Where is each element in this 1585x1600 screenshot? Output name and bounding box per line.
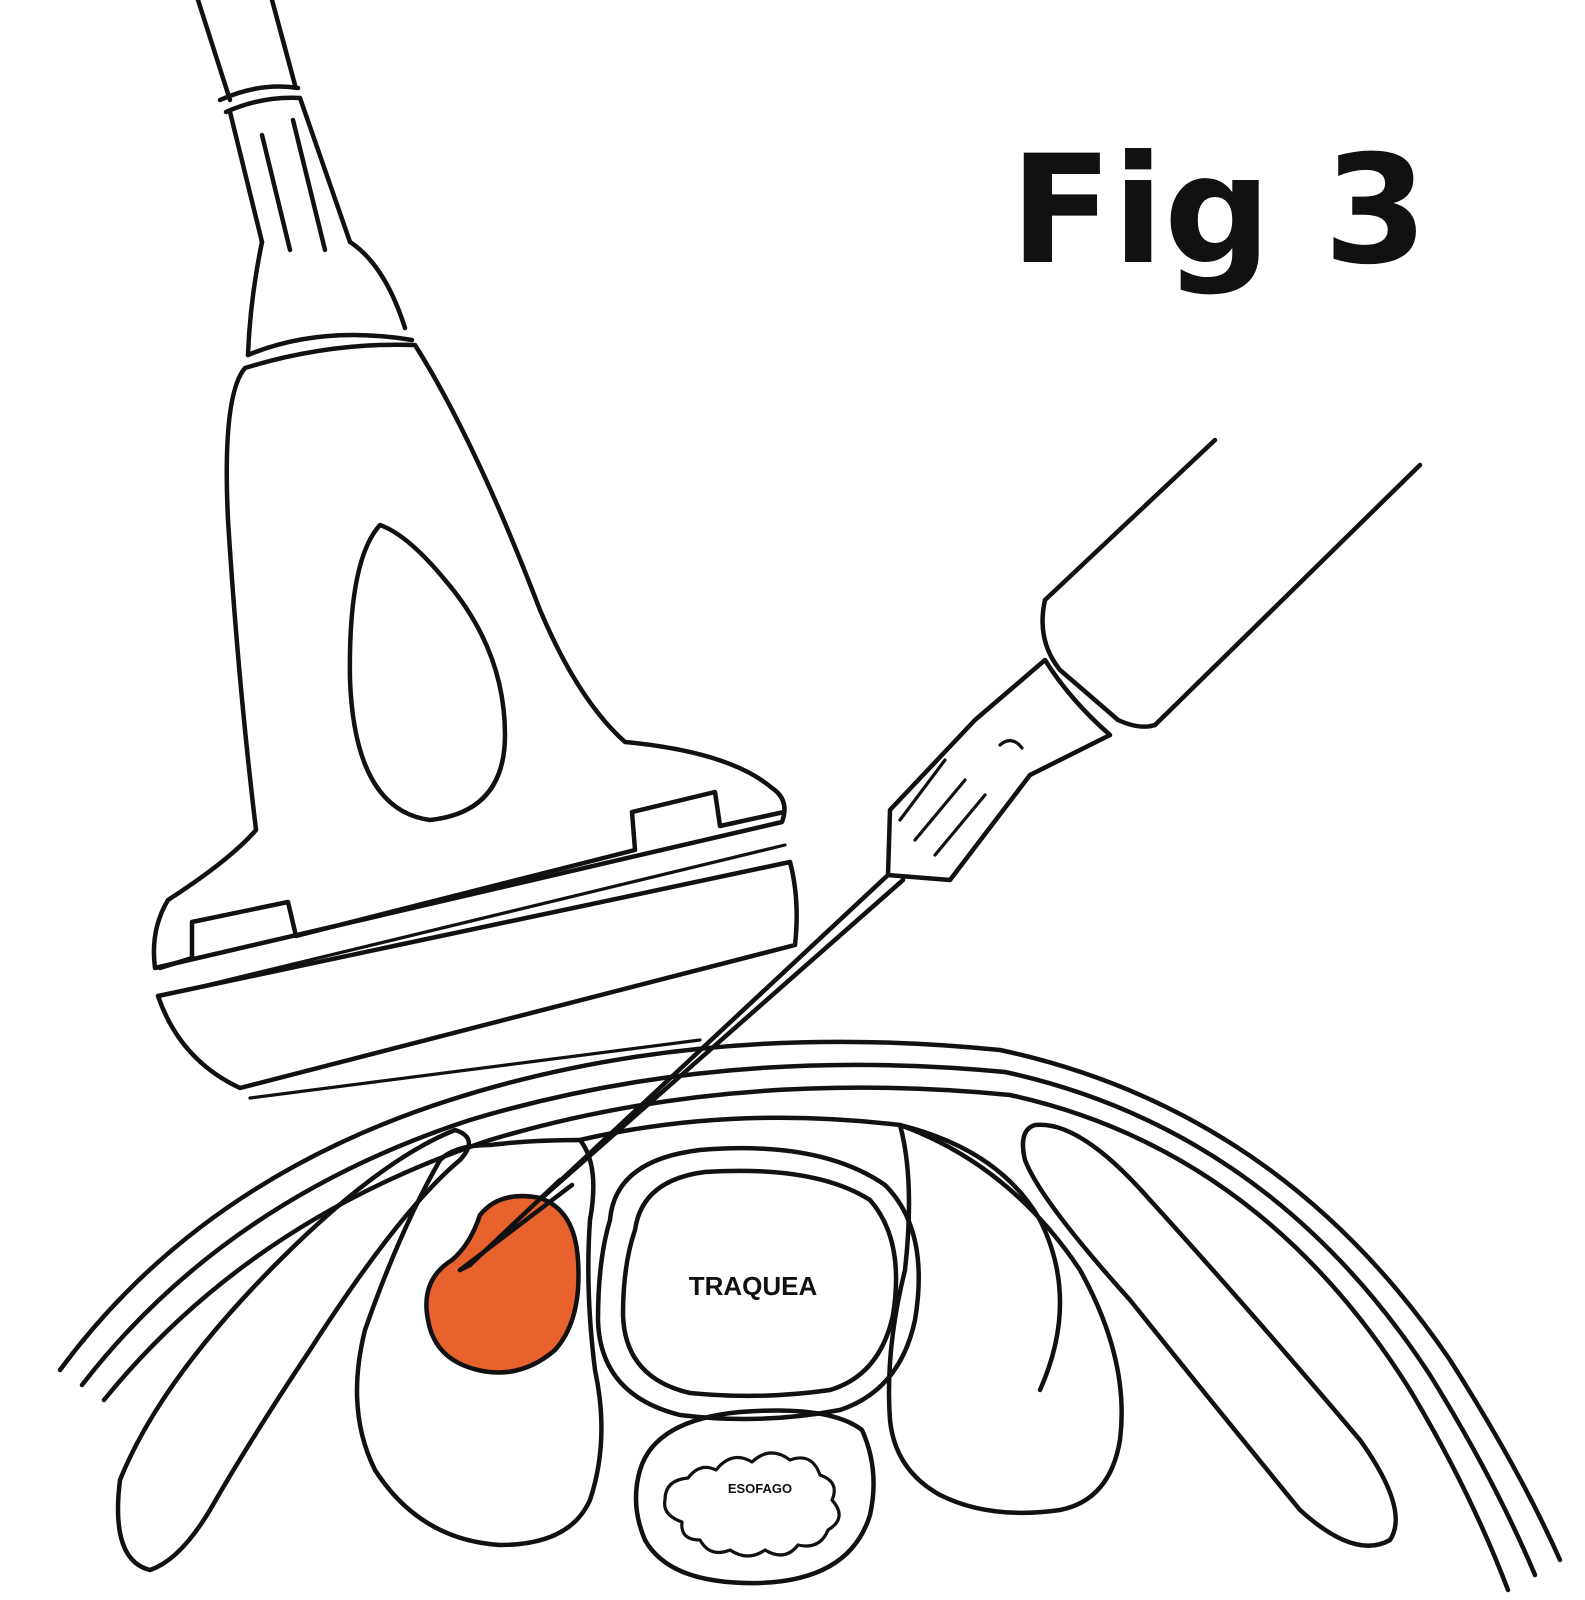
- needle-tip-2: [457, 1182, 575, 1273]
- right-thyroid-lobe: [886, 1122, 1124, 1516]
- trachea-outer: [595, 1145, 921, 1422]
- syringe-barrel-end: [1040, 597, 1158, 729]
- probe-body: [151, 342, 787, 971]
- needle-point: [457, 1262, 473, 1273]
- trachea-label: TRAQUEA: [689, 1271, 818, 1301]
- probe-footprint-line: [248, 1038, 702, 1100]
- probe-neck: [245, 239, 415, 358]
- probe-cable: [195, 0, 353, 253]
- syringe-barrel-top: [1042, 437, 1218, 603]
- syringe: [457, 437, 1423, 1273]
- left-muscle: [115, 1127, 471, 1573]
- esophagus-outer: [633, 1408, 876, 1586]
- probe-upper-seam: [157, 789, 787, 971]
- esophagus-label: ESOFAGO: [728, 1481, 792, 1496]
- pretracheal-fascia: [577, 1115, 1063, 1393]
- probe-seam-line: [184, 843, 787, 992]
- hub-ridge-2: [913, 778, 967, 842]
- hub-ridge-3: [933, 793, 987, 857]
- hub-ridge-1: [898, 758, 947, 822]
- probe-head: [155, 859, 799, 1091]
- esophagus-lumen: [663, 1451, 841, 1558]
- syringe-barrel-bottom: [1152, 462, 1423, 728]
- hub-notch: [998, 739, 1024, 750]
- trachea-label-plate: [650, 1245, 830, 1325]
- left-thyroid-lobe: [354, 1137, 604, 1548]
- figure-title: Fig 3: [1010, 124, 1428, 298]
- needle-hub: [885, 717, 1033, 883]
- probe-seam-line-2: [155, 859, 793, 999]
- syringe-adapter: [972, 657, 1113, 778]
- target-nodule: [424, 1193, 581, 1375]
- skin-layer-2: [79, 1062, 1538, 1578]
- skin-layer-outer: [57, 1039, 1563, 1563]
- probe-grip-hole: [347, 522, 508, 823]
- trachea-inner: [620, 1168, 899, 1399]
- esophagus-label-plate: [722, 1477, 798, 1497]
- neck-cross-section: TRAQUEA ESOFAGO: [57, 1039, 1563, 1593]
- ultrasound-probe: [151, 0, 799, 1100]
- right-muscle: [1020, 1122, 1398, 1548]
